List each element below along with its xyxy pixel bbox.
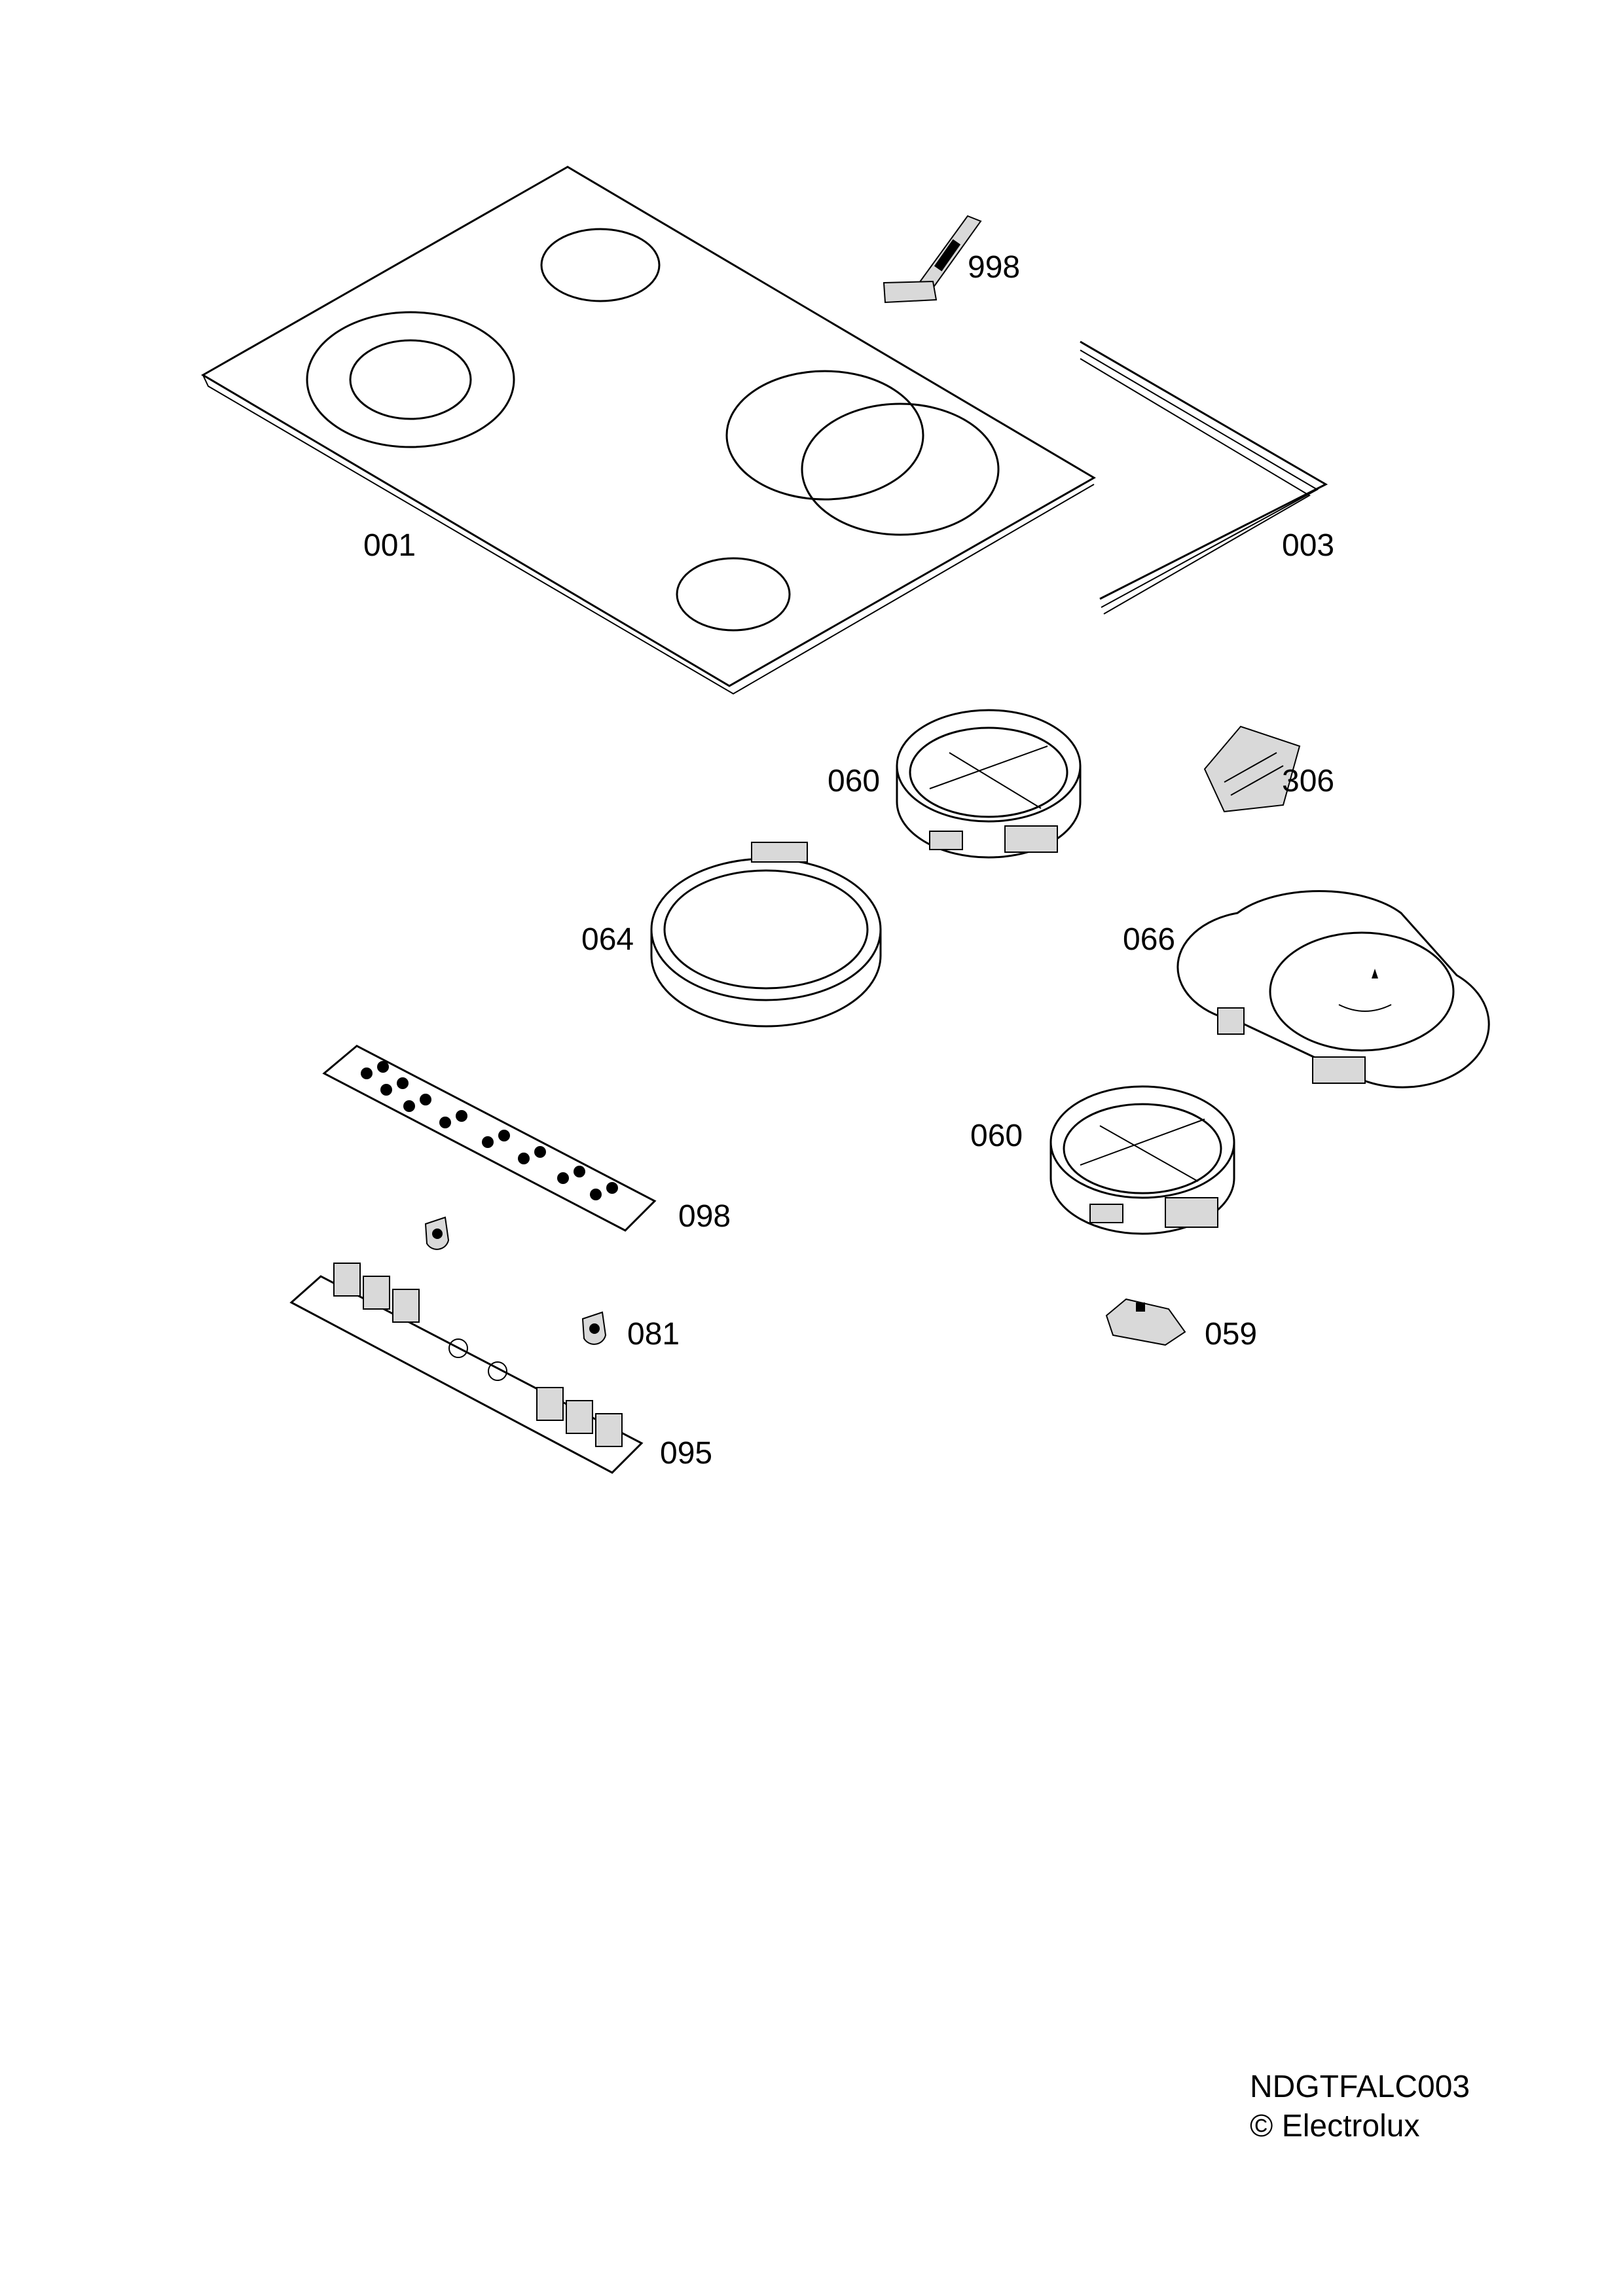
part-060-heating-element-lower xyxy=(1049,1085,1235,1235)
part-095-power-board xyxy=(289,1263,644,1474)
part-081-cap-right xyxy=(581,1311,607,1345)
part-998-scraper xyxy=(883,215,982,304)
label-095: 095 xyxy=(660,1436,713,1471)
label-064: 064 xyxy=(581,922,634,957)
copyright-notice: © Electrolux xyxy=(1250,2109,1420,2144)
part-060-heating-element-upper xyxy=(896,709,1082,859)
label-059: 059 xyxy=(1205,1317,1258,1352)
part-059-connector xyxy=(1105,1298,1186,1346)
label-306: 306 xyxy=(1282,764,1335,798)
part-003-frame xyxy=(1080,340,1328,615)
part-098-touch-control-board xyxy=(322,1045,657,1232)
part-001-glass-cooktop xyxy=(201,166,1096,695)
part-066-dual-heating-element xyxy=(1176,890,1490,1088)
label-081: 081 xyxy=(627,1317,680,1352)
part-306-terminal-block xyxy=(1203,725,1301,813)
part-081-cap-left xyxy=(424,1216,450,1250)
label-003: 003 xyxy=(1282,528,1335,563)
label-066: 066 xyxy=(1123,922,1176,957)
label-998: 998 xyxy=(968,250,1021,285)
part-064-heating-element-ring xyxy=(650,842,882,1028)
drawing-code: NDGTFALC003 xyxy=(1250,2070,1470,2104)
label-060-lower: 060 xyxy=(970,1119,1023,1153)
label-060-upper: 060 xyxy=(828,764,881,798)
label-098: 098 xyxy=(678,1199,731,1234)
label-001: 001 xyxy=(363,528,416,563)
